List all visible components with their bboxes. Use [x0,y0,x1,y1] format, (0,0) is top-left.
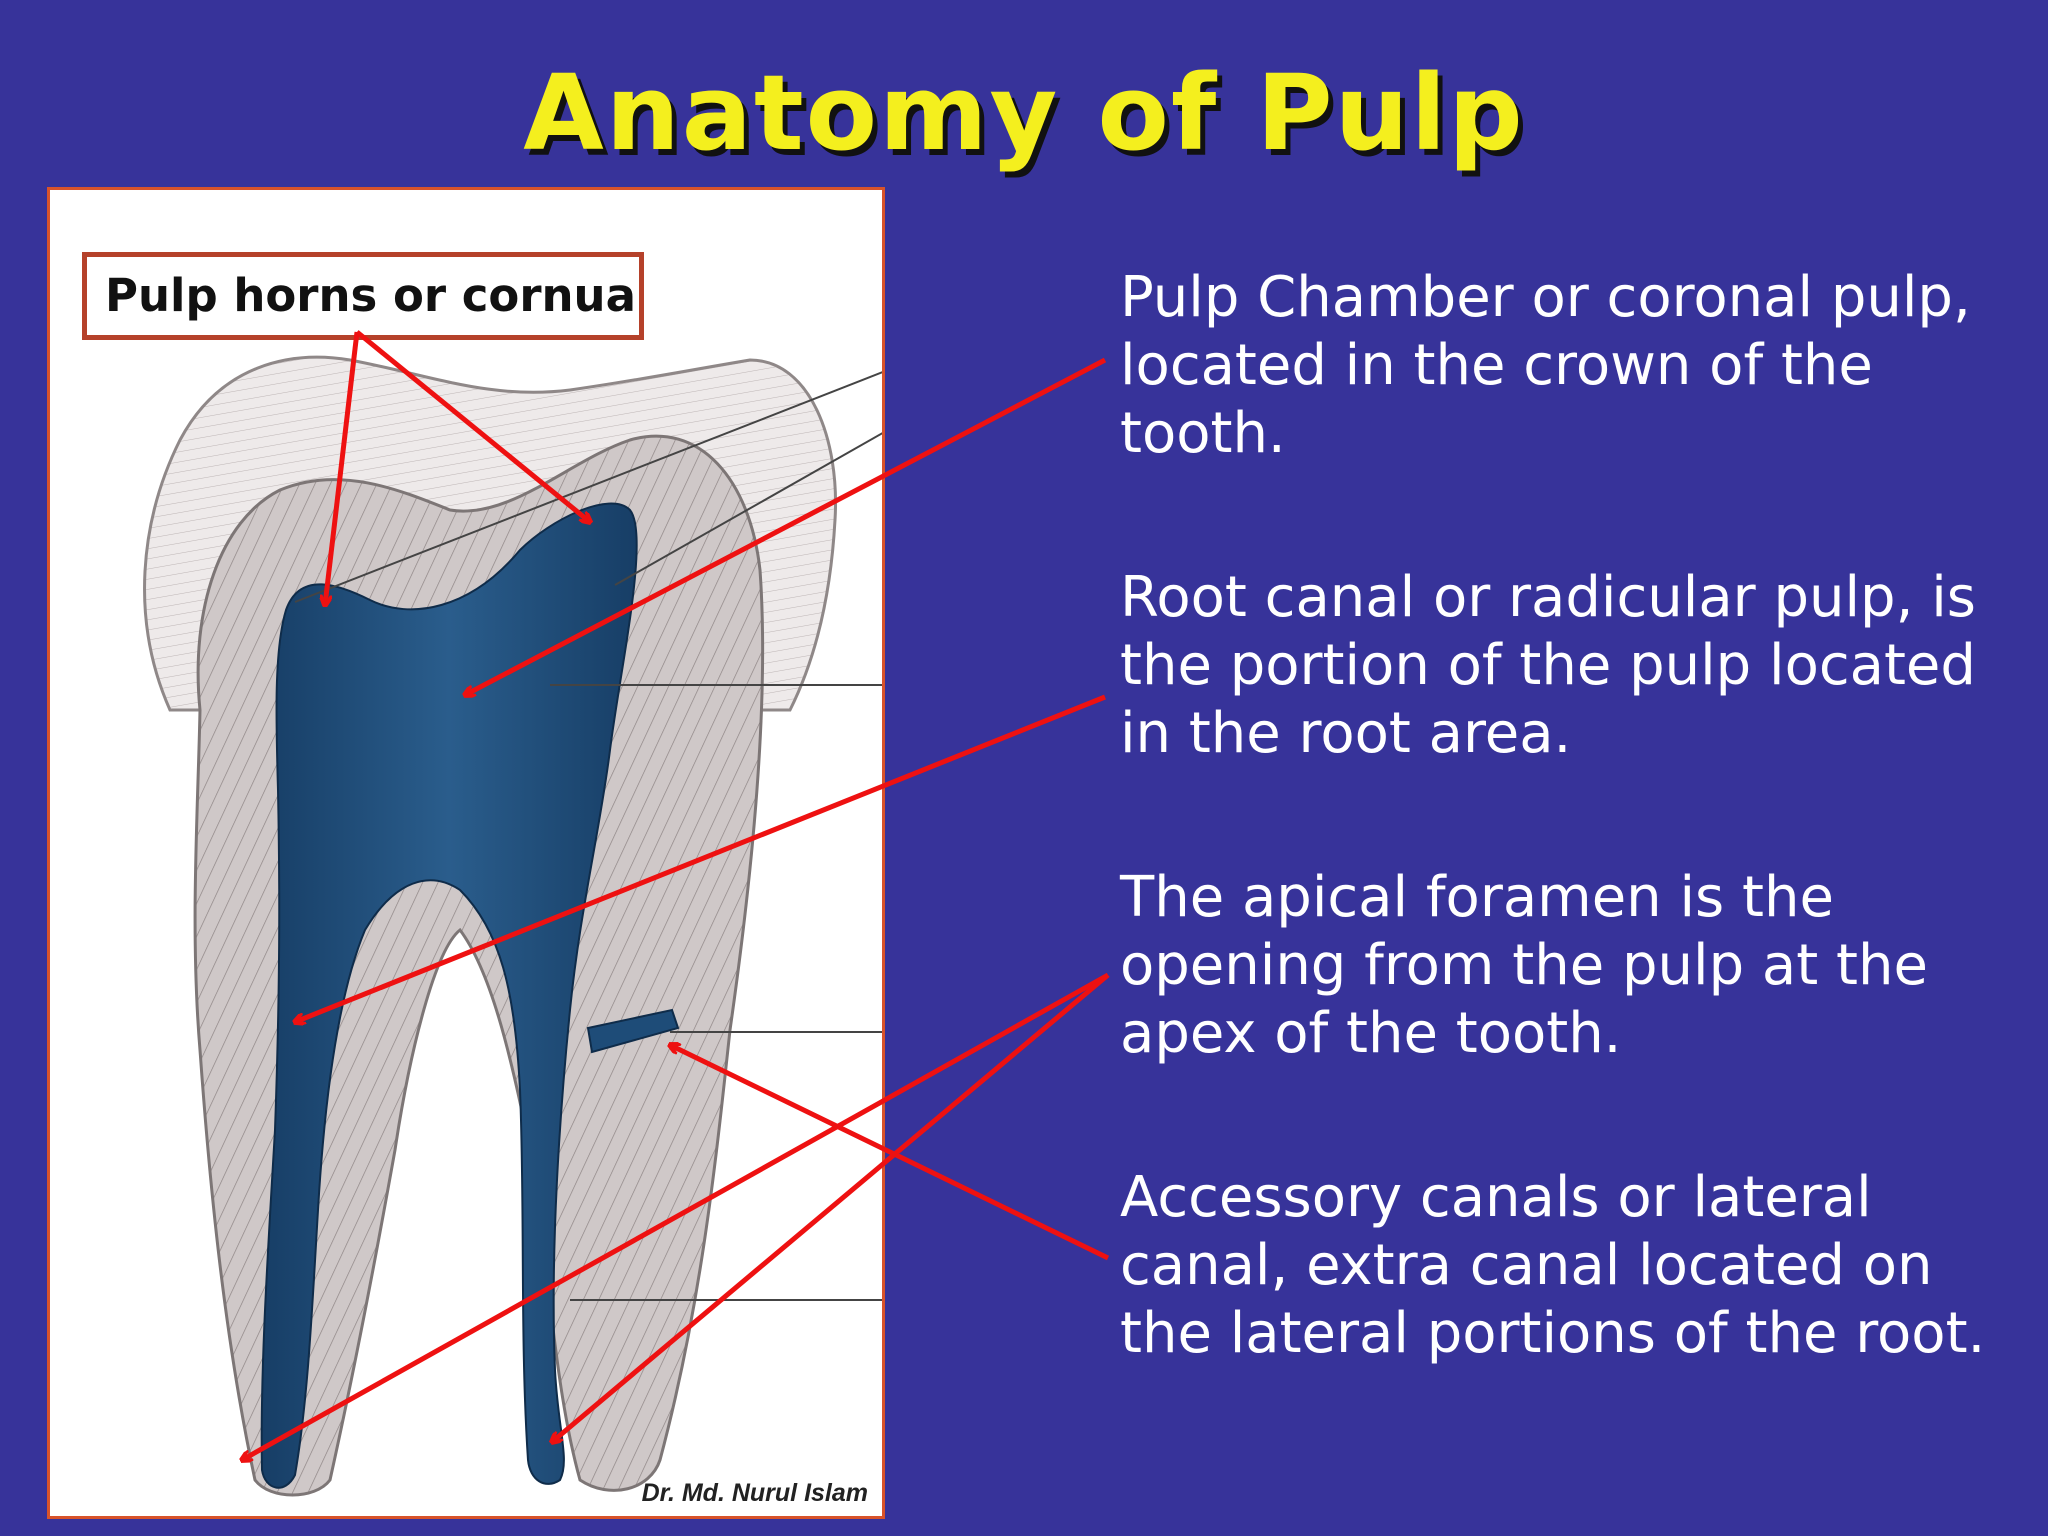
description-apical-foramen: The apical foramen is the opening from t… [1120,865,1928,1066]
description-pulp-chamber: Pulp Chamber or coronal pulp, located in… [1120,265,1971,466]
tooth-figure: Pulp horns or cornua Dr. Md. Nurul Islam [47,187,885,1519]
slide-title: Anatomy of Pulp [523,52,1525,174]
description-root-canal: Root canal or radicular pulp, is the por… [1120,565,1976,766]
pulp-horns-label: Pulp horns or cornua [82,252,644,340]
figure-credit: Dr. Md. Nurul Islam [641,1479,868,1507]
tooth-illustration [143,355,882,1497]
description-accessory-canals: Accessory canals or lateral canal, extra… [1120,1165,1986,1366]
